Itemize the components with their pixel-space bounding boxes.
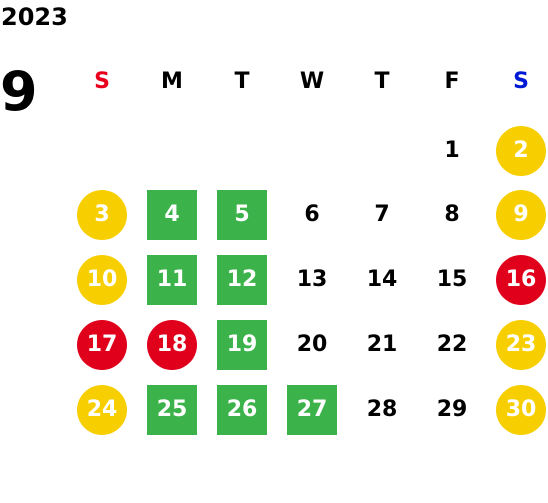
day-2[interactable]: 2 bbox=[496, 126, 546, 176]
weekday-wednesday: W bbox=[299, 69, 325, 94]
day-21[interactable]: 21 bbox=[366, 332, 398, 357]
day-19[interactable]: 19 bbox=[217, 320, 267, 370]
day-29[interactable]: 29 bbox=[436, 397, 468, 422]
weekday-sunday: S bbox=[94, 69, 110, 94]
day-24[interactable]: 24 bbox=[77, 385, 127, 435]
day-10[interactable]: 10 bbox=[77, 255, 127, 305]
day-12[interactable]: 12 bbox=[217, 255, 267, 305]
day-9[interactable]: 9 bbox=[496, 190, 546, 240]
day-8[interactable]: 8 bbox=[444, 202, 460, 227]
weekday-friday: F bbox=[444, 69, 460, 94]
day-14[interactable]: 14 bbox=[366, 267, 398, 292]
day-30[interactable]: 30 bbox=[496, 385, 546, 435]
day-6[interactable]: 6 bbox=[304, 202, 320, 227]
day-17[interactable]: 17 bbox=[77, 320, 127, 370]
weekday-thursday: T bbox=[374, 69, 390, 94]
weekday-tuesday: T bbox=[234, 69, 250, 94]
month-number: 9 bbox=[0, 60, 38, 123]
day-15[interactable]: 15 bbox=[436, 267, 468, 292]
weekday-monday: M bbox=[161, 69, 183, 94]
year-label: 2023 bbox=[1, 3, 68, 31]
day-26[interactable]: 26 bbox=[217, 385, 267, 435]
day-28[interactable]: 28 bbox=[366, 397, 398, 422]
day-11[interactable]: 11 bbox=[147, 255, 197, 305]
day-5[interactable]: 5 bbox=[217, 190, 267, 240]
day-23[interactable]: 23 bbox=[496, 320, 546, 370]
day-20[interactable]: 20 bbox=[296, 332, 328, 357]
day-7[interactable]: 7 bbox=[374, 202, 390, 227]
day-4[interactable]: 4 bbox=[147, 190, 197, 240]
day-27[interactable]: 27 bbox=[287, 385, 337, 435]
weekday-saturday: S bbox=[513, 69, 529, 94]
day-18[interactable]: 18 bbox=[147, 320, 197, 370]
day-3[interactable]: 3 bbox=[77, 190, 127, 240]
day-25[interactable]: 25 bbox=[147, 385, 197, 435]
day-16[interactable]: 16 bbox=[496, 255, 546, 305]
day-1[interactable]: 1 bbox=[444, 138, 460, 163]
day-13[interactable]: 13 bbox=[296, 267, 328, 292]
day-22[interactable]: 22 bbox=[436, 332, 468, 357]
